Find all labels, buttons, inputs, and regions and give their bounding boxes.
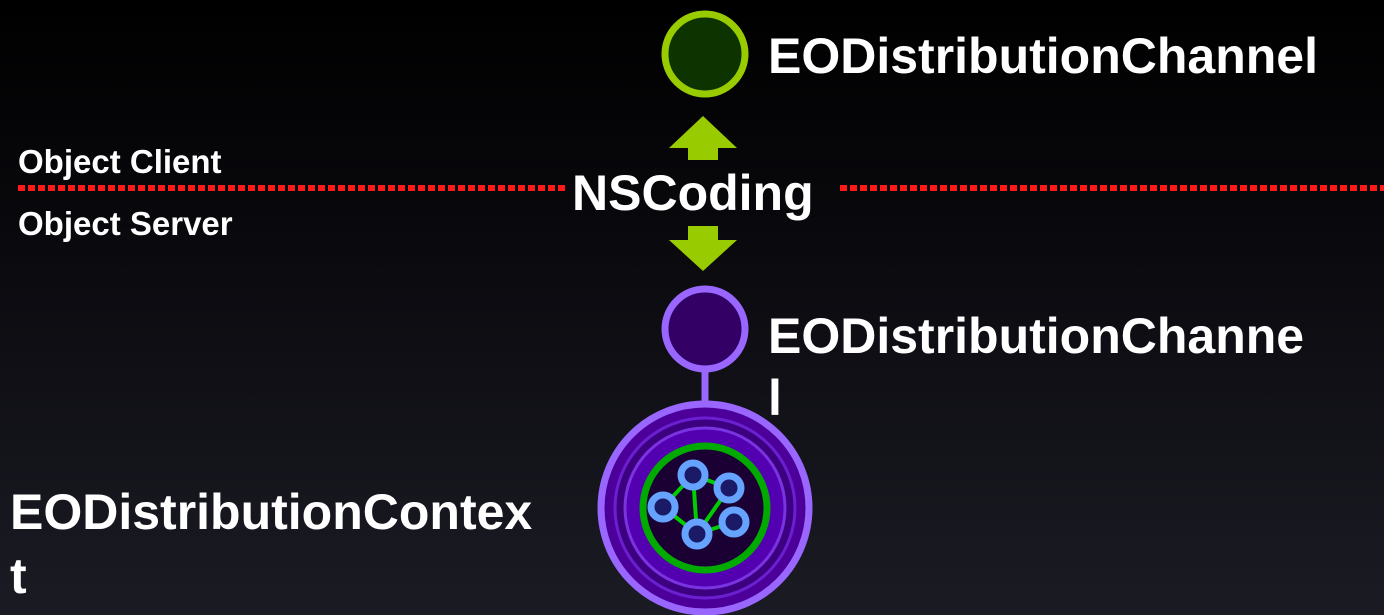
distribution-context-node xyxy=(597,400,813,615)
server-channel-node xyxy=(661,285,749,373)
context-object-node xyxy=(713,472,745,504)
client-channel-label: EODistributionChannel xyxy=(768,28,1318,84)
context-object-node xyxy=(647,491,679,523)
boundary-line-right xyxy=(840,185,1384,191)
context-label-line1: EODistributionContex xyxy=(10,484,533,540)
context-label-line2: t xyxy=(10,548,27,604)
object-client-label: Object Client xyxy=(18,143,222,180)
down-arrow-icon xyxy=(669,226,737,271)
up-arrow-icon xyxy=(669,116,737,160)
context-object-node xyxy=(677,459,709,491)
server-channel-label-line1: EODistributionChanne xyxy=(768,308,1305,364)
boundary-line-left xyxy=(18,185,568,191)
context-object-node xyxy=(681,518,713,550)
context-object-node xyxy=(718,506,750,538)
client-channel-node xyxy=(661,10,749,98)
server-channel-label-line2: l xyxy=(768,370,782,426)
object-server-label: Object Server xyxy=(18,205,233,242)
protocol-label: NSCoding xyxy=(572,165,814,221)
